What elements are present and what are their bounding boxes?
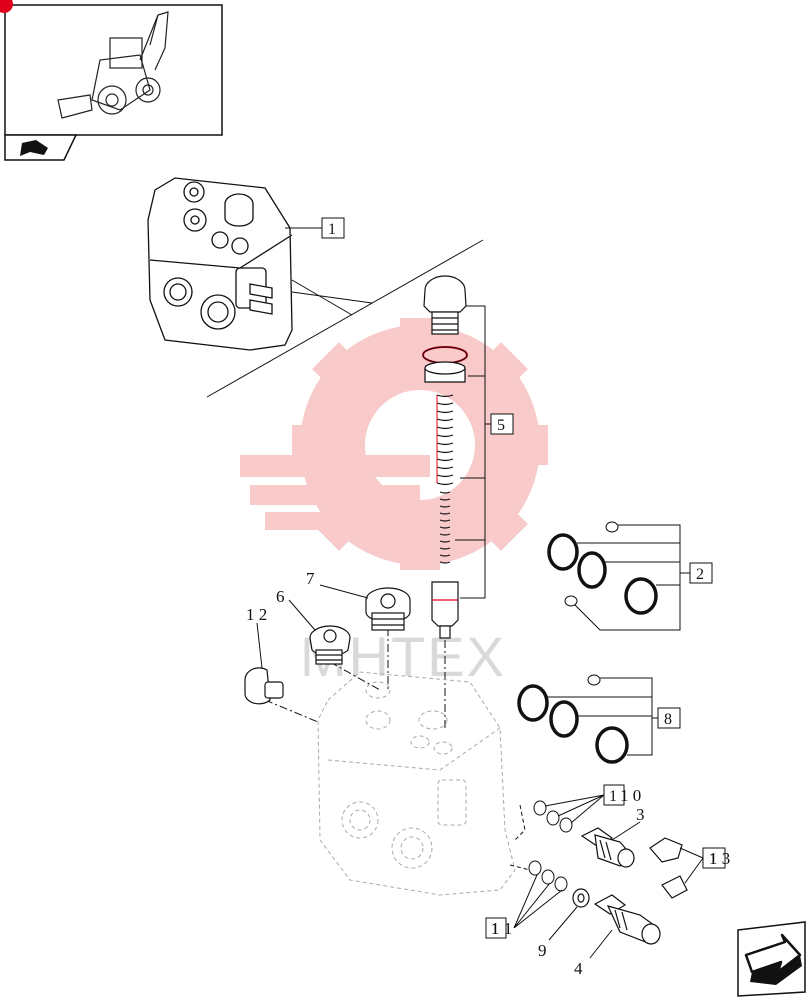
washer-part-9: [572, 888, 590, 908]
valve-poppet: [431, 581, 459, 639]
ref-box-5: [490, 413, 514, 435]
callout-4: 4: [574, 959, 583, 978]
ref-label-1-top: 1: [328, 221, 336, 238]
callout-10: 1 0: [620, 786, 641, 805]
ref-box-2: [689, 562, 713, 584]
callout-6: 6: [276, 587, 285, 606]
callout-3: 3: [636, 805, 645, 824]
ref-label-2: 2: [696, 566, 704, 583]
thumbnail-panel[interactable]: [4, 4, 223, 136]
backhoe-loader-icon: [57, 11, 169, 119]
ref-box-10: [603, 784, 625, 806]
callout-12: 1 2: [246, 605, 267, 624]
valve-part-4: [593, 894, 661, 945]
corner-marker: [0, 0, 13, 13]
seal-set-11: [528, 860, 568, 892]
next-page-button[interactable]: [737, 921, 806, 997]
valve-body-assembled: [147, 177, 293, 351]
book-arrow-icon: [20, 140, 48, 156]
o-ring-kit-8: [517, 674, 629, 764]
plug-part-12: [244, 667, 284, 705]
ref-label-11-box: 1: [491, 921, 499, 938]
callout-13: 1 3: [709, 849, 730, 868]
next-page-arrow-icon: [744, 933, 802, 985]
callout-7: 7: [306, 569, 315, 588]
seal-set-10: [533, 800, 573, 833]
tab-button[interactable]: [4, 134, 78, 161]
ref-label-8: 8: [664, 711, 672, 728]
o-ring-kit-2: [547, 521, 658, 615]
valve-part-3: [580, 827, 635, 868]
ref-label-10-box: 1: [609, 788, 617, 805]
callout-11: 1 1: [491, 919, 512, 938]
plug-part-7: [365, 587, 411, 631]
ref-box-13: [702, 847, 726, 869]
ref-label-5: 5: [497, 417, 505, 434]
plug-part-6: [309, 625, 351, 665]
spring-small: [439, 491, 451, 564]
ref-box-8: [657, 707, 681, 729]
watermark-gear-icon: [240, 318, 548, 570]
ref-label-13-box: 1: [709, 851, 717, 868]
valve-body-exploded: [317, 671, 516, 896]
ref-box-1-top: [321, 217, 345, 239]
ref-box-11: [485, 917, 507, 939]
callout-9: 9: [538, 941, 547, 960]
relief-valve-stack: [422, 275, 468, 383]
clip-parts-13: [649, 837, 688, 899]
spring-large: [436, 394, 454, 486]
